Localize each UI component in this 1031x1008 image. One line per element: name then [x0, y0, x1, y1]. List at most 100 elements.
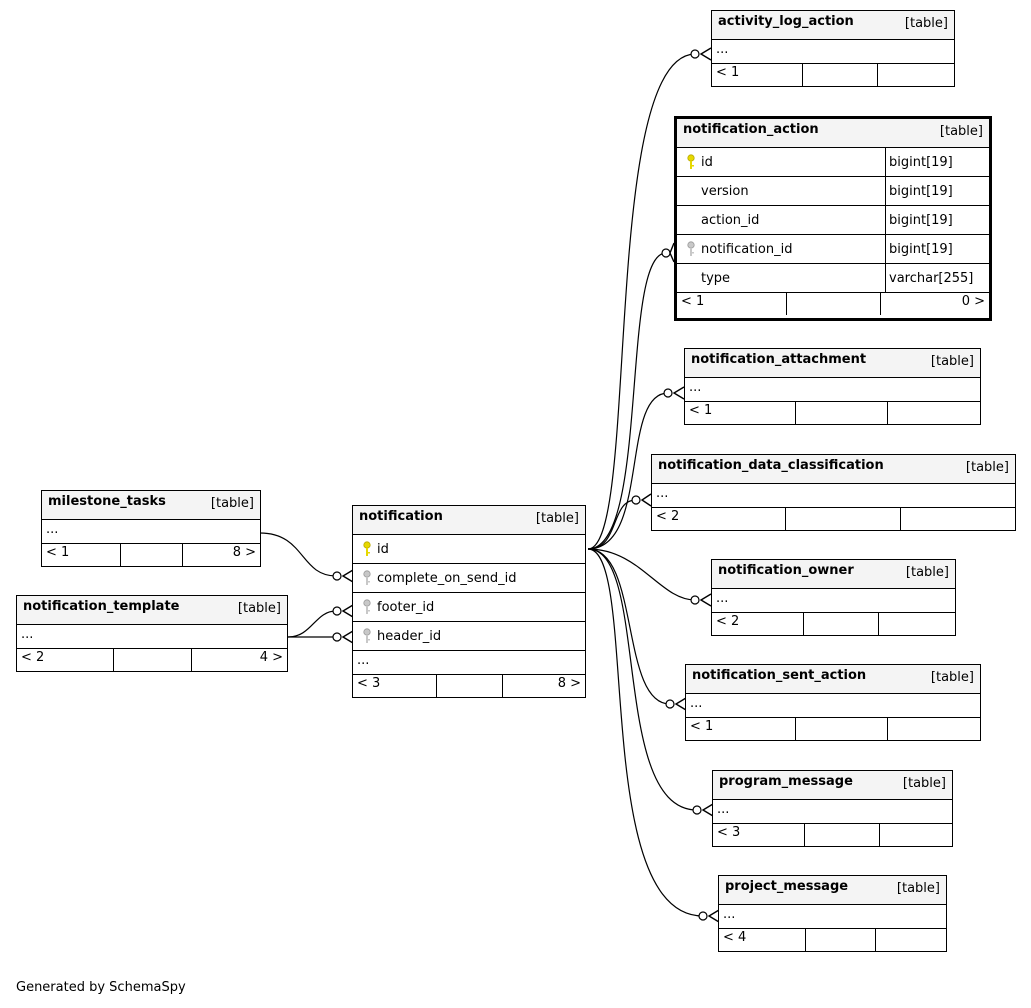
- column-row[interactable]: type varchar[255]: [677, 264, 989, 293]
- table-kind: [table]: [939, 124, 983, 139]
- parents-count: < 1: [685, 402, 796, 424]
- column-name: type: [701, 270, 731, 286]
- columns-ellipsis: ...: [712, 589, 955, 613]
- column-row[interactable]: complete_on_send_id: [353, 564, 585, 593]
- table-notification-attachment[interactable]: notification_attachment [table] ... < 1: [684, 348, 981, 425]
- table-notification-action[interactable]: notification_action [table] id bigint[19…: [674, 116, 992, 321]
- children-count: [876, 929, 946, 951]
- column-row[interactable]: header_id: [353, 622, 585, 651]
- footer-mid: [805, 824, 880, 846]
- column-type: varchar[255]: [885, 264, 989, 292]
- children-count: [888, 402, 980, 424]
- table-name: milestone_tasks: [48, 494, 166, 509]
- table-header: activity_log_action [table]: [712, 11, 954, 40]
- table-header: notification_template [table]: [17, 596, 287, 625]
- foreign-key-icon: [357, 570, 377, 586]
- parents-count: < 1: [42, 544, 121, 566]
- footer-mid: [796, 718, 888, 740]
- edge-activity-log-action: [587, 53, 696, 550]
- table-kind: [table]: [896, 881, 940, 896]
- column-row[interactable]: id: [353, 535, 585, 564]
- table-notification[interactable]: notification [table] id complete_on_send…: [352, 505, 586, 698]
- table-program-message[interactable]: program_message [table] ... < 3: [712, 770, 953, 847]
- columns-ellipsis: ...: [652, 484, 1015, 508]
- table-footer: < 1: [686, 718, 980, 740]
- footer-mid: [796, 402, 888, 424]
- table-name: notification: [359, 509, 443, 524]
- footer-mid: [437, 675, 503, 697]
- foreign-key-icon: [681, 241, 701, 257]
- table-name: program_message: [719, 774, 853, 789]
- parents-count: < 4: [719, 929, 806, 951]
- table-name: activity_log_action: [718, 14, 854, 29]
- parents-count: < 1: [712, 64, 803, 86]
- table-footer: < 2: [652, 508, 1015, 530]
- table-kind: [table]: [902, 776, 946, 791]
- edge-notification-owner: [587, 548, 696, 601]
- children-count: [879, 613, 955, 635]
- edge-notification-data-classification: [587, 499, 637, 550]
- children-count: [888, 718, 980, 740]
- parents-count: < 3: [353, 675, 437, 697]
- column-type: bigint[19]: [885, 148, 989, 176]
- table-footer: < 3: [713, 824, 952, 846]
- parents-count: < 3: [713, 824, 805, 846]
- table-notification-template[interactable]: notification_template [table] ... < 2 4 …: [16, 595, 288, 672]
- table-notification-owner[interactable]: notification_owner [table] ... < 2: [711, 559, 956, 636]
- column-type: bigint[19]: [885, 177, 989, 205]
- footer-mid: [806, 929, 876, 951]
- columns-ellipsis: ...: [719, 905, 946, 929]
- children-count: 0 >: [961, 294, 985, 309]
- footer-mid: [114, 649, 192, 671]
- table-activity-log-action[interactable]: activity_log_action [table] ... < 1: [711, 10, 955, 87]
- column-name: footer_id: [377, 599, 435, 615]
- table-header: program_message [table]: [713, 771, 952, 800]
- table-footer: < 2 4 >: [17, 649, 287, 671]
- column-name: notification_id: [701, 241, 793, 257]
- edge-project-message: [587, 548, 704, 917]
- table-footer: < 4: [719, 929, 946, 951]
- column-row[interactable]: id bigint[19]: [677, 148, 989, 177]
- table-kind: [table]: [965, 460, 1009, 475]
- column-name: header_id: [377, 628, 442, 644]
- table-footer: < 2: [712, 613, 955, 635]
- table-header: notification_data_classification [table]: [652, 455, 1015, 484]
- footer-mid: [121, 544, 183, 566]
- parents-count: < 1: [686, 718, 796, 740]
- edge-milestone-tasks: [259, 532, 337, 577]
- columns-ellipsis: ...: [353, 651, 585, 675]
- table-footer: < 1: [685, 402, 980, 424]
- table-header: notification [table]: [353, 506, 585, 535]
- primary-key-icon: [357, 541, 377, 557]
- children-count: [880, 824, 952, 846]
- table-header: notification_attachment [table]: [685, 349, 980, 378]
- parents-count: < 2: [712, 613, 804, 635]
- table-name: notification_owner: [718, 563, 854, 578]
- children-count: 8 >: [232, 545, 256, 560]
- table-header: project_message [table]: [719, 876, 946, 905]
- table-notification-data-classification[interactable]: notification_data_classification [table]…: [651, 454, 1016, 531]
- table-milestone-tasks[interactable]: milestone_tasks [table] ... < 1 8 >: [41, 490, 261, 567]
- column-row[interactable]: footer_id: [353, 593, 585, 622]
- column-type: bigint[19]: [885, 206, 989, 234]
- columns-ellipsis: ...: [712, 40, 954, 64]
- table-notification-sent-action[interactable]: notification_sent_action [table] ... < 1: [685, 664, 981, 741]
- table-footer: < 3 8 >: [353, 675, 585, 697]
- table-name: notification_sent_action: [692, 668, 867, 683]
- table-project-message[interactable]: project_message [table] ... < 4: [718, 875, 947, 952]
- table-kind: [table]: [930, 354, 974, 369]
- table-header: notification_owner [table]: [712, 560, 955, 589]
- columns-ellipsis: ...: [686, 694, 980, 718]
- table-kind: [table]: [930, 670, 974, 685]
- footer-mid: [786, 508, 901, 530]
- children-count: 8 >: [557, 676, 581, 691]
- column-row[interactable]: action_id bigint[19]: [677, 206, 989, 235]
- table-header: milestone_tasks [table]: [42, 491, 260, 520]
- column-row[interactable]: version bigint[19]: [677, 177, 989, 206]
- children-count: [878, 64, 954, 86]
- edge-notification-action: [587, 252, 667, 550]
- parents-count: < 1: [677, 293, 787, 315]
- column-row[interactable]: notification_id bigint[19]: [677, 235, 989, 264]
- column-name: action_id: [701, 212, 760, 228]
- table-kind: [table]: [905, 565, 949, 580]
